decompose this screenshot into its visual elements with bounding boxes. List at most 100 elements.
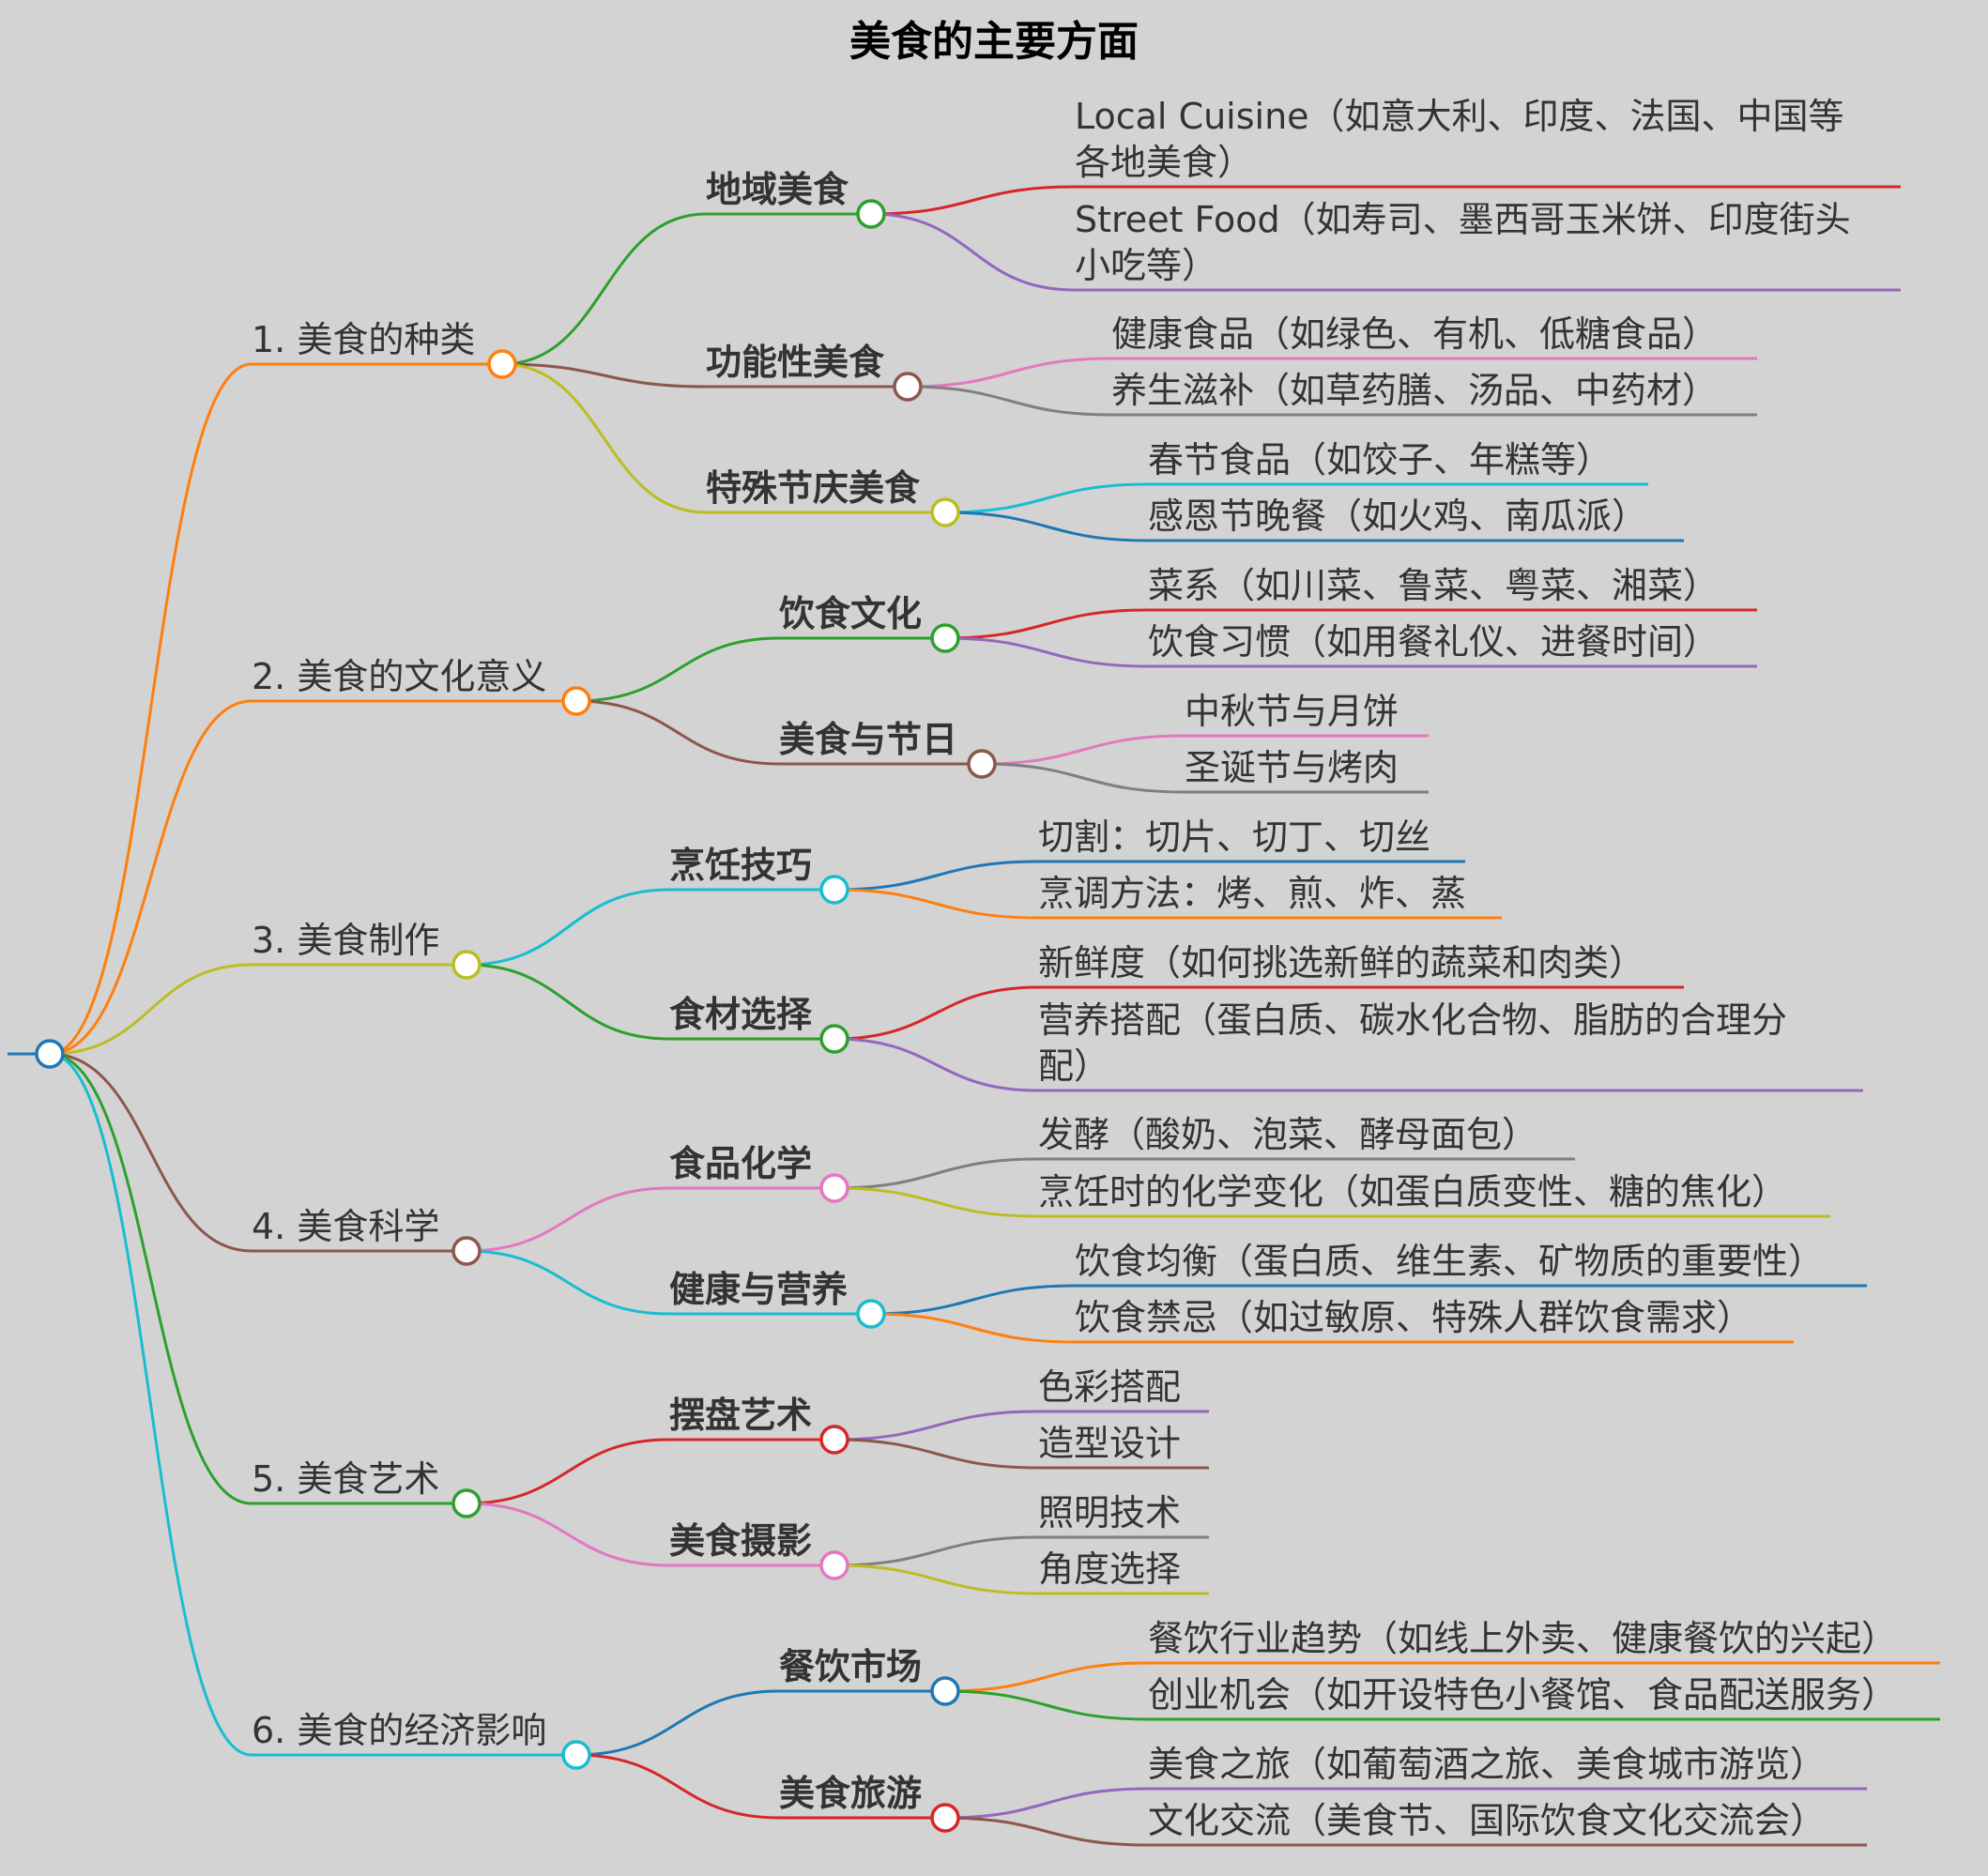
- leaf-label: Street Food（如寿司、墨西哥玉米饼、印度街头: [1075, 199, 1851, 240]
- topic-label: 美食与节日: [779, 719, 957, 760]
- leaf-label: 新鲜度（如何挑选新鲜的蔬菜和肉类）: [1038, 942, 1644, 984]
- leaf-label: 菜系（如川菜、鲁菜、粤菜、湘菜）: [1148, 565, 1719, 606]
- topic-label: 地域美食: [706, 169, 849, 210]
- branch-node[interactable]: [487, 349, 517, 379]
- leaf-connector: [944, 608, 1149, 640]
- topic-label: 美食摄影: [669, 1520, 812, 1562]
- leaf-connector: [870, 212, 1076, 292]
- topic-label: 功能性美食: [706, 342, 885, 383]
- branch-node[interactable]: [451, 1236, 482, 1266]
- leaf-connector: [907, 357, 1112, 389]
- topic-connector: [575, 636, 780, 703]
- branch-node[interactable]: [451, 950, 482, 980]
- leaf-connector: [944, 1661, 1149, 1693]
- topic-node[interactable]: [856, 199, 886, 229]
- leaf-connector: [870, 185, 1076, 216]
- topic-node[interactable]: [893, 372, 923, 402]
- topic-connector: [575, 1689, 780, 1757]
- leaf-connector: [944, 636, 1149, 668]
- topic-label: 摆盘艺术: [669, 1395, 812, 1436]
- leaf-label: 感恩节晚餐（如火鸡、南瓜派）: [1148, 496, 1647, 537]
- branch-node[interactable]: [561, 686, 591, 716]
- leaf-label: 发酵（酸奶、泡菜、酵母面包）: [1038, 1114, 1537, 1155]
- branch-label: 1. 美食的种类: [252, 319, 475, 360]
- branch-connector: [49, 362, 252, 1056]
- leaf-connector: [833, 1563, 1039, 1595]
- leaf-label: Local Cuisine（如意大利、印度、法国、中国等: [1075, 96, 1844, 137]
- topic-label: 特殊节庆美食: [706, 467, 921, 509]
- leaf-label: 色彩搭配: [1038, 1366, 1181, 1408]
- topic-node[interactable]: [856, 1299, 886, 1329]
- leaf-connector: [907, 385, 1112, 417]
- leaf-connector: [833, 1037, 1039, 1092]
- leaf-connector: [944, 482, 1149, 514]
- topic-connector: [575, 1753, 780, 1820]
- topic-node[interactable]: [819, 1550, 849, 1580]
- leaf-connector: [833, 1410, 1039, 1441]
- leaf-label: 切割：切片、切丁、切丝: [1038, 816, 1430, 858]
- topic-label: 美食旅游: [779, 1773, 922, 1814]
- root-node[interactable]: [35, 1039, 65, 1069]
- leaf-label: 配）: [1038, 1045, 1109, 1087]
- topic-connector: [466, 1249, 670, 1316]
- leaf-label: 美食之旅（如葡萄酒之旅、美食城市游览）: [1148, 1744, 1826, 1785]
- leaf-label: 养生滋补（如草药膳、汤品、中药材）: [1111, 370, 1718, 411]
- topic-connector: [466, 1502, 670, 1567]
- leaf-connector: [944, 1816, 1149, 1847]
- leaf-label: 创业机会（如开设特色小餐馆、食品配送服务）: [1148, 1674, 1897, 1716]
- leaf-label: 饮食禁忌（如过敏原、特殊人群饮食需求）: [1075, 1297, 1752, 1338]
- page-title: 美食的主要方面: [849, 18, 1139, 66]
- leaf-connector: [833, 985, 1039, 1041]
- leaf-connector: [833, 1438, 1039, 1470]
- topic-connector: [501, 362, 707, 514]
- leaf-label: 餐饮行业趋势（如线上外卖、健康餐饮的兴起）: [1148, 1618, 1897, 1659]
- leaf-label: 角度选择: [1038, 1548, 1181, 1590]
- topic-label: 餐饮市场: [779, 1646, 922, 1687]
- leaf-label: 造型设计: [1038, 1423, 1181, 1464]
- topic-connector: [501, 362, 707, 389]
- branch-label: 2. 美食的文化意义: [252, 656, 546, 697]
- leaf-label: 中秋节与月饼: [1185, 691, 1399, 732]
- leaf-connector: [833, 1535, 1039, 1567]
- branch-label: 4. 美食科学: [252, 1206, 439, 1247]
- topic-node[interactable]: [930, 623, 960, 653]
- leaf-label: 圣诞节与烤肉: [1185, 747, 1399, 788]
- topic-connector: [466, 1186, 670, 1253]
- branch-node[interactable]: [561, 1740, 591, 1770]
- topic-connector: [501, 212, 707, 366]
- leaf-label: 饮食均衡（蛋白质、维生素、矿物质的重要性）: [1075, 1241, 1824, 1282]
- topic-node[interactable]: [819, 875, 849, 905]
- topic-label: 烹饪技巧: [669, 845, 812, 886]
- topic-node[interactable]: [930, 1803, 960, 1833]
- topic-node[interactable]: [819, 1024, 849, 1054]
- topic-connector: [575, 699, 780, 766]
- leaf-label: 照明技术: [1038, 1492, 1181, 1533]
- leaf-label: 烹调方法：烤、煎、炸、蒸: [1038, 873, 1466, 914]
- branch-connector: [49, 1052, 252, 1757]
- leaf-label: 饮食习惯（如用餐礼仪、进餐时间）: [1148, 621, 1719, 663]
- branch-label: 6. 美食的经济影响: [252, 1710, 546, 1751]
- branch-connector: [49, 699, 252, 1056]
- leaf-label: 健康食品（如绿色、有机、低糖食品）: [1111, 313, 1718, 355]
- branch-label: 3. 美食制作: [252, 920, 439, 961]
- topic-connector: [466, 1438, 670, 1505]
- leaf-label: 各地美食）: [1075, 142, 1253, 183]
- branch-label: 5. 美食艺术: [252, 1458, 439, 1500]
- topic-connector: [466, 963, 670, 1041]
- branch-node[interactable]: [451, 1488, 482, 1518]
- leaf-label: 小吃等）: [1075, 245, 1217, 286]
- topic-node[interactable]: [819, 1173, 849, 1203]
- leaf-connector: [833, 888, 1039, 920]
- leaf-connector: [981, 762, 1185, 794]
- topic-node[interactable]: [930, 1676, 960, 1706]
- topic-node[interactable]: [967, 749, 997, 779]
- topic-label: 健康与营养: [669, 1269, 848, 1310]
- leaf-connector: [833, 1186, 1039, 1218]
- topic-connector: [466, 888, 670, 967]
- leaf-connector: [944, 1689, 1149, 1721]
- topic-node[interactable]: [930, 497, 960, 527]
- topic-node[interactable]: [819, 1425, 849, 1455]
- leaf-connector: [870, 1312, 1076, 1344]
- leaf-connector: [833, 860, 1039, 892]
